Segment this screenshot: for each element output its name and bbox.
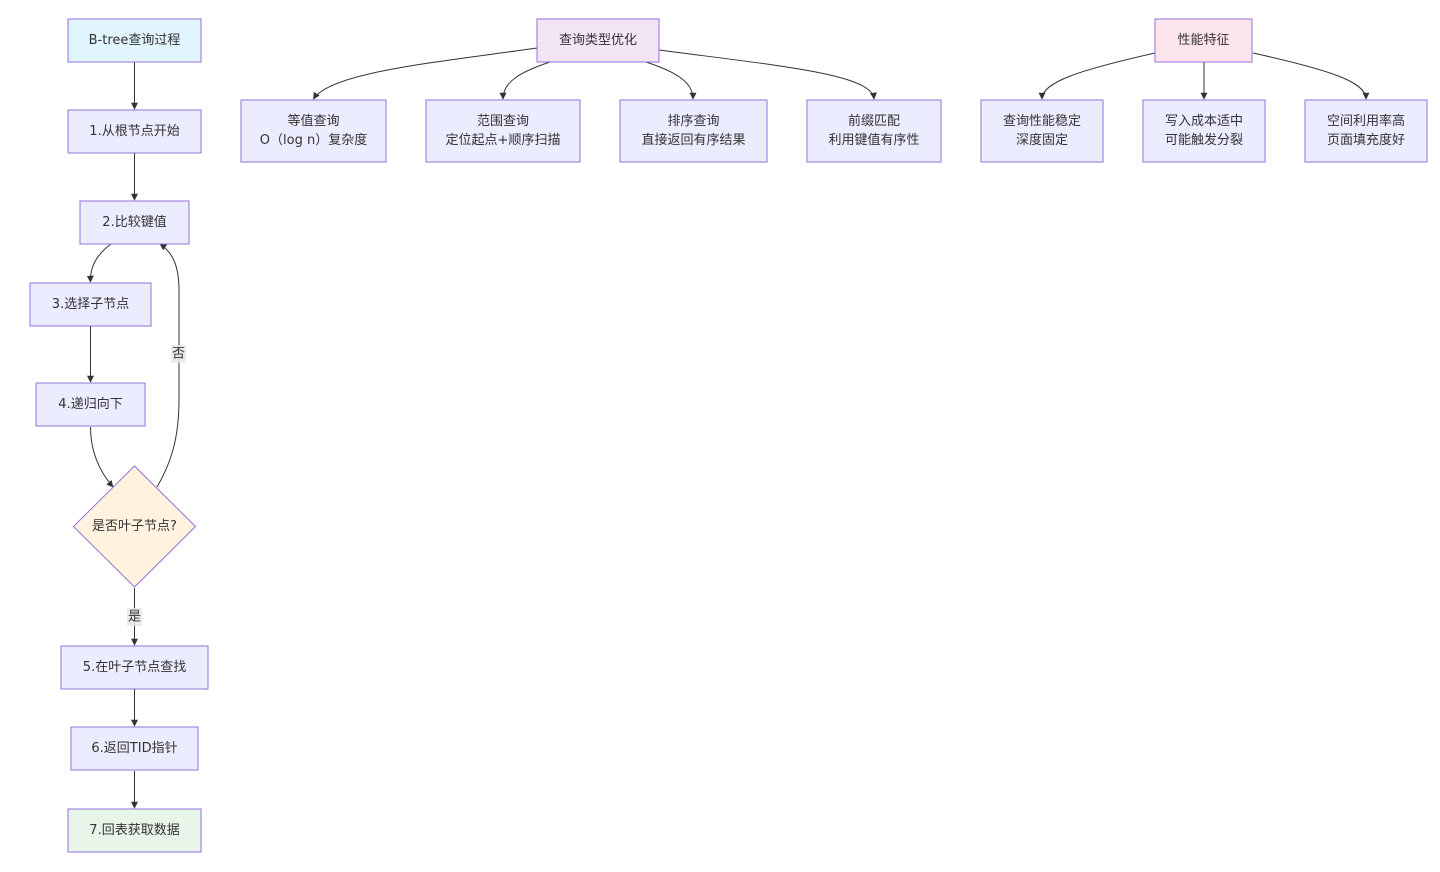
svg-text:6.返回TID指针: 6.返回TID指针	[91, 741, 177, 756]
svg-text:1.从根节点开始: 1.从根节点开始	[89, 124, 179, 139]
step2-label-line-1: 2.比较键值	[102, 214, 166, 230]
edge-step4-to-decision	[90, 426, 114, 488]
svg-text:查询类型优化: 查询类型优化	[559, 33, 637, 48]
svg-text:范围查询定位起点+顺序扫描: 范围查询定位起点+顺序扫描	[446, 114, 561, 148]
edge-queryopt-to-prefix	[658, 49, 877, 100]
node-step1-root[interactable]: 1.从根节点开始	[67, 109, 202, 154]
space-label-line-2: 页面填充度好	[1327, 132, 1405, 148]
node-decision-leaf[interactable]: 是否叶子节点?	[72, 465, 197, 588]
edge-label-yes: 是	[127, 608, 142, 626]
node-performance[interactable]: 性能特征	[1154, 18, 1253, 63]
svg-text:4.递归向下: 4.递归向下	[58, 396, 122, 412]
nodes: B-tree查询过程 1.从根节点开始 2.比较键值 3.选择子节点 4.递归向…	[29, 18, 1428, 853]
edges	[86, 47, 1370, 809]
svg-text:写入成本适中可能触发分裂: 写入成本适中可能触发分裂	[1165, 114, 1243, 148]
node-start[interactable]: B-tree查询过程	[67, 18, 202, 63]
edge-queryopt-to-eq	[313, 47, 538, 100]
svg-text:5.在叶子节点查找: 5.在叶子节点查找	[83, 660, 186, 675]
prefix_match-label-line-1: 前缀匹配	[848, 113, 900, 129]
svg-text:B-tree查询过程: B-tree查询过程	[89, 33, 181, 48]
edge-label-yes-text: 是	[128, 610, 141, 625]
prefix_match-label-line-2: 利用键值有序性	[828, 132, 919, 148]
node-prefix-match[interactable]: 前缀匹配利用键值有序性	[806, 99, 942, 163]
edge-step2-to-step3	[86, 243, 112, 283]
step1-label-line-1: 1.从根节点开始	[89, 124, 179, 139]
edge-decision-to-step2	[156, 243, 180, 488]
step5-label-line-1: 5.在叶子节点查找	[83, 660, 186, 675]
node-step2-compare[interactable]: 2.比较键值	[79, 200, 190, 245]
svg-text:前缀匹配利用键值有序性: 前缀匹配利用键值有序性	[828, 113, 919, 148]
write_cost-label-line-2: 可能触发分裂	[1165, 132, 1243, 148]
stable-label-line-2: 深度固定	[1016, 132, 1068, 148]
perf-label-line-1: 性能特征	[1177, 33, 1229, 48]
step4-label-line-1: 4.递归向下	[58, 396, 122, 412]
node-step4-recurse[interactable]: 4.递归向下	[35, 382, 146, 427]
sort_query-label-line-2: 直接返回有序结果	[641, 132, 745, 148]
svg-text:排序查询直接返回有序结果: 排序查询直接返回有序结果	[641, 114, 745, 148]
svg-text:3.选择子节点: 3.选择子节点	[52, 297, 129, 312]
edge-label-no-text: 否	[172, 347, 185, 362]
eq_query-label-line-1: 等值查询	[287, 113, 339, 129]
write_cost-label-line-1: 写入成本适中	[1165, 114, 1243, 129]
node-stable-performance[interactable]: 查询性能稳定深度固定	[980, 99, 1104, 163]
step3-label-line-1: 3.选择子节点	[52, 297, 129, 312]
range_query-label-line-2: 定位起点+顺序扫描	[446, 133, 561, 148]
step6-label-line-1: 6.返回TID指针	[91, 741, 177, 756]
node-step7-fetch-data[interactable]: 7.回表获取数据	[67, 808, 202, 853]
svg-text:性能特征: 性能特征	[1177, 33, 1229, 48]
node-step5-leaf-search[interactable]: 5.在叶子节点查找	[60, 645, 209, 690]
node-space-utilization[interactable]: 空间利用率高页面填充度好	[1304, 99, 1428, 163]
decision-label-line-1: 是否叶子节点?	[92, 519, 177, 534]
edge-label-no: 否	[171, 345, 186, 363]
sort_query-label-line-1: 排序查询	[667, 114, 719, 129]
node-sort-query[interactable]: 排序查询直接返回有序结果	[619, 99, 768, 163]
node-range-query[interactable]: 范围查询定位起点+顺序扫描	[425, 99, 581, 163]
node-step3-choose-child[interactable]: 3.选择子节点	[29, 282, 152, 327]
node-step6-return-tid[interactable]: 6.返回TID指针	[70, 726, 199, 771]
svg-text:7.回表获取数据: 7.回表获取数据	[89, 823, 179, 838]
space-label-line-1: 空间利用率高	[1327, 113, 1405, 129]
svg-text:是否叶子节点?: 是否叶子节点?	[92, 519, 177, 534]
stable-label-line-1: 查询性能稳定	[1003, 113, 1081, 129]
node-equality-query[interactable]: 等值查询 O（log n）复杂度	[240, 99, 387, 163]
svg-text:2.比较键值: 2.比较键值	[102, 214, 166, 230]
edge-perf-to-space	[1252, 52, 1370, 100]
node-write-cost[interactable]: 写入成本适中可能触发分裂	[1142, 99, 1266, 163]
edge-queryopt-to-range	[499, 61, 551, 100]
start-label-line-1: B-tree查询过程	[89, 33, 181, 48]
svg-text:查询性能稳定深度固定: 查询性能稳定深度固定	[1003, 113, 1081, 148]
range_query-label-line-1: 范围查询	[477, 114, 529, 129]
svg-text:空间利用率高页面填充度好: 空间利用率高页面填充度好	[1327, 113, 1405, 148]
step7-label-line-1: 7.回表获取数据	[89, 823, 179, 838]
edge-perf-to-stable	[1038, 52, 1156, 100]
edge-queryopt-to-sort	[645, 61, 697, 100]
query_opt-label-line-1: 查询类型优化	[559, 33, 637, 48]
eq_query-label-line-2: O（log n）复杂度	[260, 132, 367, 148]
node-query-optimization[interactable]: 查询类型优化	[536, 18, 660, 63]
